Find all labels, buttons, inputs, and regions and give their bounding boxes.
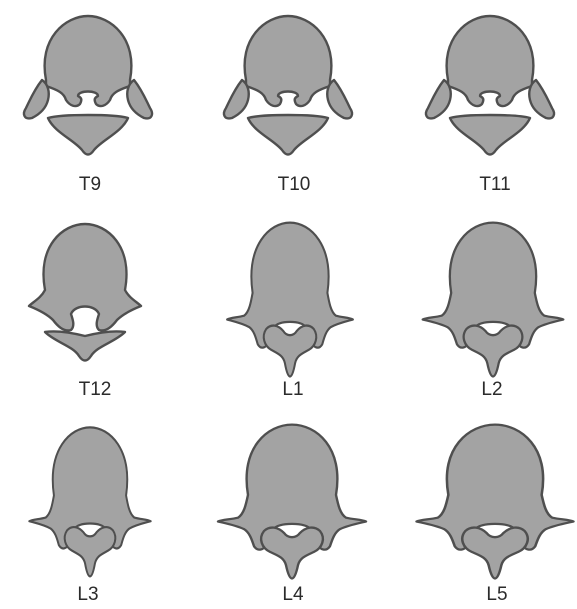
vertebra-l3 <box>29 427 150 576</box>
label-l5: L5 <box>486 584 507 605</box>
label-t10: T10 <box>278 174 311 195</box>
label-l4: L4 <box>282 584 304 605</box>
label-t12: T12 <box>79 379 112 400</box>
label-t9: T9 <box>79 174 101 195</box>
vertebra-t11 <box>426 16 554 155</box>
label-l1: L1 <box>282 379 303 400</box>
vertebra-l1 <box>227 223 353 377</box>
vertebra-t12 <box>29 224 141 361</box>
vertebra-l4 <box>218 425 366 579</box>
label-l2: L2 <box>481 379 502 400</box>
label-l3: L3 <box>77 584 98 605</box>
vertebra-l2 <box>423 223 564 377</box>
vertebra-l5 <box>417 425 574 579</box>
vertebra-t10 <box>224 16 352 155</box>
vertebra-t9 <box>24 16 152 155</box>
label-t11: T11 <box>479 174 510 195</box>
